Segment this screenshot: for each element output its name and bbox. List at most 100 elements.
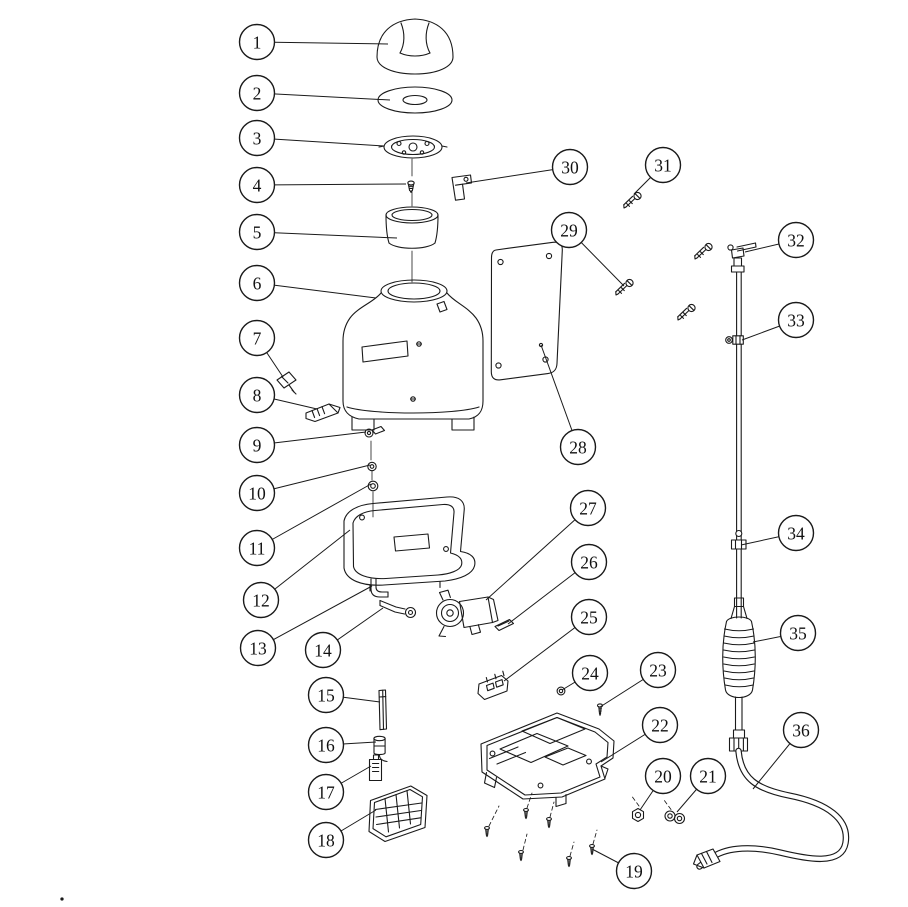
callout-balloon-31 [644, 146, 682, 184]
callout-number-33: 33 [787, 311, 805, 331]
callout-30: 30 [551, 148, 589, 186]
callout-balloon-20 [644, 757, 682, 795]
part-36-hose-assembly [692, 696, 850, 870]
part-22-chassis [480, 712, 615, 808]
callout-number-13: 13 [249, 639, 267, 659]
part-27-pump-motor [435, 589, 499, 638]
callout-number-35: 35 [789, 624, 807, 644]
callout-leader-5 [256, 231, 398, 239]
callout-number-18: 18 [317, 831, 335, 851]
callout-balloon-34 [777, 514, 815, 552]
callout-balloon-29 [550, 211, 588, 249]
callout-balloon-14 [304, 631, 342, 669]
spray-wand [736, 271, 742, 619]
callout-27: 27 [569, 489, 607, 527]
callout-number-36: 36 [792, 721, 810, 741]
callout-32: 32 [777, 221, 815, 259]
callout-number-26: 26 [580, 553, 598, 573]
callout-number-8: 8 [253, 386, 262, 406]
part-4-screw [407, 180, 415, 193]
callout-26: 26 [570, 543, 608, 581]
callout-number-30: 30 [561, 158, 579, 178]
callout-number-24: 24 [581, 664, 599, 684]
callout-balloon-25 [570, 598, 608, 636]
part-18-battery-plate [368, 785, 428, 843]
part-23-screw [596, 703, 604, 716]
callout-6: 6 [238, 264, 276, 302]
callout-balloon-22 [641, 706, 679, 744]
callout-number-17: 17 [317, 783, 335, 803]
callout-leader-13 [257, 585, 373, 649]
callout-balloon-4 [238, 166, 276, 204]
callout-number-9: 9 [253, 436, 262, 456]
part-19-screws [484, 792, 598, 868]
callout-balloon-30 [551, 148, 589, 186]
page-artifact-dot [60, 897, 64, 901]
callout-balloon-5 [238, 213, 276, 251]
callout-2: 2 [238, 74, 276, 112]
callout-balloon-7 [238, 319, 276, 357]
callout-14: 14 [304, 631, 342, 669]
callout-20: 20 [644, 757, 682, 795]
callout-16: 16 [307, 726, 345, 764]
callout-leader-2 [256, 92, 391, 101]
part-7-plug [276, 371, 297, 395]
callout-leader-9 [256, 431, 367, 446]
callout-3: 3 [238, 119, 276, 157]
part-13-elbow [370, 578, 389, 598]
callout-balloon-27 [569, 489, 607, 527]
callout-number-10: 10 [248, 484, 266, 504]
screw-mid-right [677, 303, 696, 321]
callout-35: 35 [779, 614, 817, 652]
part-24-grommet [556, 686, 566, 696]
callout-number-14: 14 [314, 641, 332, 661]
assembly-axis-lines [370, 158, 413, 518]
callout-balloon-8 [238, 376, 276, 414]
callout-8: 8 [238, 376, 276, 414]
callout-balloon-1 [238, 23, 276, 61]
callout-number-22: 22 [651, 716, 669, 736]
callout-balloon-11 [238, 529, 276, 567]
callout-balloon-36 [782, 711, 820, 749]
callout-number-19: 19 [625, 862, 643, 882]
part-3-pump-plate [378, 135, 448, 159]
callout-17: 17 [307, 773, 345, 811]
callout-number-29: 29 [560, 221, 578, 241]
callout-leader-4 [256, 183, 407, 186]
part-17-contact-block [368, 754, 383, 782]
callout-number-3: 3 [253, 129, 262, 149]
callout-number-4: 4 [253, 176, 262, 196]
callout-balloon-19 [615, 852, 653, 890]
callout-25: 25 [570, 598, 608, 636]
part-25-terminal-block [477, 670, 509, 701]
callout-balloon-23 [639, 651, 677, 689]
part-9-fitting [364, 425, 386, 438]
callout-21: 21 [689, 757, 727, 795]
callout-number-31: 31 [654, 156, 672, 176]
callout-balloon-2 [238, 74, 276, 112]
callout-balloon-35 [779, 614, 817, 652]
callout-leader-3 [256, 137, 385, 147]
callout-balloon-18 [307, 821, 345, 859]
callout-9: 9 [238, 426, 276, 464]
callout-18: 18 [307, 821, 345, 859]
callout-number-12: 12 [252, 591, 270, 611]
callout-10: 10 [238, 474, 276, 512]
part-16-terminal [373, 735, 388, 763]
part-8-nozzle [305, 403, 341, 423]
part-12-upper-base-tray [343, 496, 476, 592]
callout-number-27: 27 [579, 499, 597, 519]
callout-number-6: 6 [253, 274, 262, 294]
part-28-back-panel [490, 241, 563, 381]
part-34-wand-nut [730, 529, 747, 550]
callout-balloon-24 [571, 654, 609, 692]
callout-number-32: 32 [787, 231, 805, 251]
part-1-cap [376, 18, 454, 75]
part-10-washer [367, 461, 377, 472]
part-29-screw [615, 278, 634, 296]
part-15-strap [378, 689, 388, 731]
callout-balloon-32 [777, 221, 815, 259]
part-14-outlet-tube [379, 599, 417, 619]
